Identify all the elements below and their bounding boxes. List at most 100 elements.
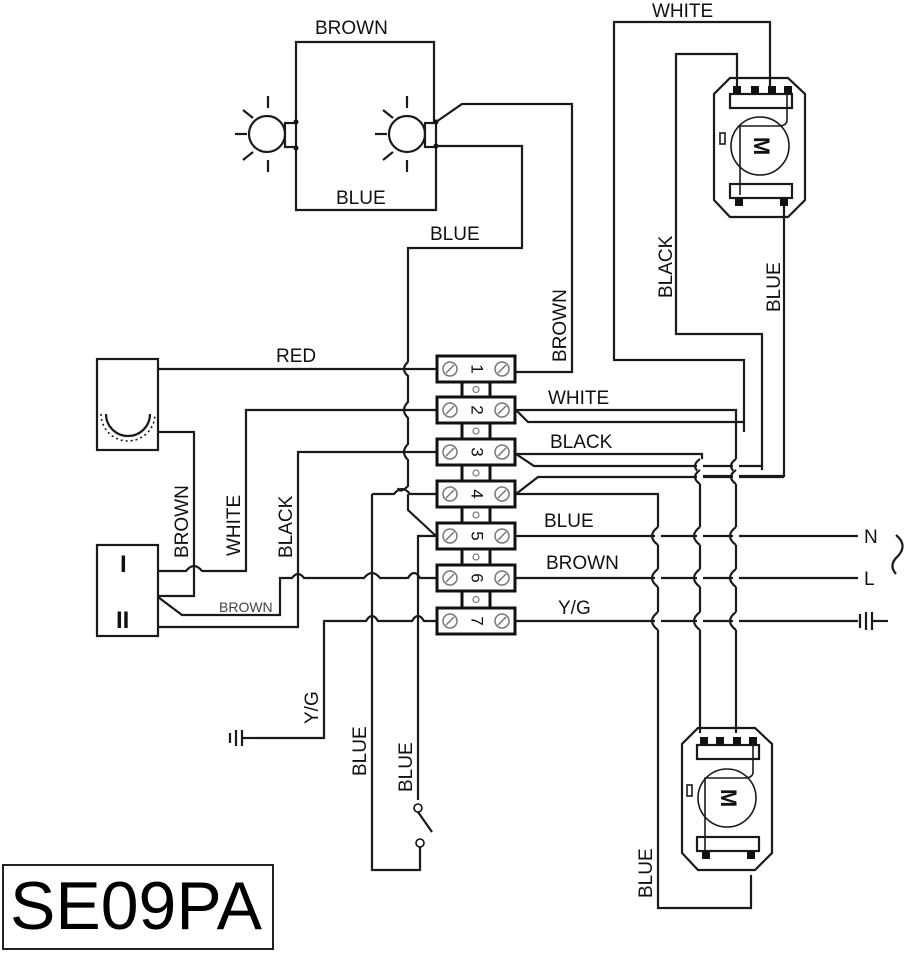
terminal-hole bbox=[472, 511, 480, 519]
screw-icon bbox=[494, 570, 510, 586]
lamp-feed-brown-label: BROWN bbox=[550, 289, 571, 362]
earth-yg-label: Y/G bbox=[302, 691, 323, 724]
lamp-top-wire-label: BROWN bbox=[315, 18, 388, 39]
wire-crossover bbox=[697, 569, 703, 587]
wire-crossover bbox=[697, 612, 703, 630]
wire-crossover bbox=[650, 526, 659, 546]
earth-icon bbox=[228, 730, 258, 746]
terminal-number: 5 bbox=[468, 531, 487, 540]
door-switch-contact bbox=[415, 838, 425, 848]
terminal-bridge bbox=[460, 380, 492, 399]
terminal-yg-label: Y/G bbox=[558, 598, 591, 619]
wire-crossover bbox=[733, 470, 739, 484]
mains-line-label: L bbox=[864, 569, 875, 590]
switch-brown-label: BROWN bbox=[172, 485, 193, 558]
wire-crossover bbox=[728, 526, 737, 546]
screw-icon bbox=[494, 402, 510, 418]
terminal-number: 4 bbox=[468, 489, 487, 498]
terminal-block: 1 2 3 4 5 6 7 bbox=[435, 354, 517, 636]
terminal-black-label: BLACK bbox=[550, 432, 613, 453]
terminal-hole bbox=[472, 385, 480, 394]
motor-top-symbol: M bbox=[749, 137, 774, 155]
motor-bottom: M bbox=[680, 726, 774, 872]
terminal-hole bbox=[472, 595, 480, 604]
screw-icon bbox=[494, 528, 510, 544]
terminal-bridge bbox=[460, 589, 492, 610]
wire-crossover bbox=[728, 611, 737, 631]
mains-neutral-label: N bbox=[864, 527, 878, 548]
door-switch-contact bbox=[413, 803, 423, 813]
screw-icon bbox=[442, 613, 458, 629]
switch-black-label: BLACK bbox=[276, 495, 297, 558]
screw-icon bbox=[442, 361, 458, 377]
lamp-icon bbox=[375, 96, 439, 172]
screw-icon bbox=[442, 444, 458, 460]
terminal-number: 1 bbox=[468, 364, 487, 373]
wire-crossover bbox=[697, 527, 703, 545]
wire-crossover bbox=[729, 469, 737, 485]
terminal-white-label: WHITE bbox=[548, 388, 609, 409]
terminal-bridge bbox=[460, 421, 492, 441]
wire-crossover bbox=[697, 459, 703, 473]
terminal-bridge bbox=[460, 547, 492, 567]
wire-crossover bbox=[655, 612, 661, 630]
screw-icon bbox=[442, 402, 458, 418]
motor-white-label: WHITE bbox=[652, 1, 713, 22]
wire-crossover bbox=[733, 527, 739, 545]
wire-crossover bbox=[692, 611, 701, 631]
wire-crossover bbox=[733, 612, 739, 630]
switch-position-1: I bbox=[120, 551, 127, 578]
motor-top: M bbox=[712, 76, 807, 219]
switch-brown-small-label: BROWN bbox=[219, 599, 273, 615]
terminal-number: 2 bbox=[468, 405, 487, 414]
lamp-circuit: BROWN BLUE BROWN bbox=[235, 18, 574, 374]
terminal-hole bbox=[472, 427, 480, 435]
model-label: SE09PA bbox=[10, 868, 263, 944]
terminal-number: 6 bbox=[468, 573, 487, 582]
screw-icon bbox=[442, 570, 458, 586]
terminal-blue-label: BLUE bbox=[544, 511, 594, 532]
wire-crossover bbox=[728, 568, 737, 588]
terminal-number: 7 bbox=[468, 616, 487, 625]
lamp-icon bbox=[235, 96, 299, 172]
terminal-number: 3 bbox=[468, 447, 487, 456]
terminal-7 bbox=[435, 606, 517, 636]
terminal-brown-label: BROWN bbox=[546, 553, 619, 574]
motor-blue-label: BLUE bbox=[764, 262, 785, 312]
wire-crossover bbox=[697, 470, 703, 484]
motor-bottom-symbol: M bbox=[716, 789, 741, 807]
lamp-feed-blue-label: BLUE bbox=[430, 224, 480, 245]
screw-icon bbox=[494, 613, 510, 629]
screw-icon bbox=[494, 444, 510, 460]
model-label-box bbox=[2, 864, 274, 950]
wire-crossover bbox=[692, 526, 701, 546]
earth-icon bbox=[858, 612, 888, 630]
fan-switch[interactable]: I II bbox=[95, 543, 160, 638]
switch-white-label: WHITE bbox=[224, 495, 245, 556]
mains-plug-icon bbox=[891, 534, 904, 575]
screw-icon bbox=[494, 486, 510, 502]
wire-crossover bbox=[655, 527, 661, 545]
motor-black-label: BLACK bbox=[656, 235, 677, 298]
terminal-bridge bbox=[460, 505, 492, 525]
lamp-bottom-wire-label: BLUE bbox=[336, 188, 386, 209]
wire-crossover bbox=[650, 611, 659, 631]
wire-crossover bbox=[733, 569, 739, 587]
screw-icon bbox=[494, 361, 510, 377]
wire-crossover bbox=[655, 569, 661, 587]
wire-crossover bbox=[692, 568, 701, 588]
thermostat-icon bbox=[95, 357, 160, 452]
terminal-hole bbox=[472, 469, 480, 477]
thermostat-red-label: RED bbox=[276, 346, 316, 367]
switch-position-2: II bbox=[116, 607, 129, 634]
door-blue-label-2: BLUE bbox=[396, 742, 417, 792]
wire-crossover bbox=[733, 459, 739, 473]
terminal-bridge bbox=[460, 463, 492, 483]
motor-bottom-blue-label: BLUE bbox=[636, 848, 657, 898]
wire-crossover bbox=[650, 568, 659, 588]
screw-icon bbox=[442, 528, 458, 544]
door-blue-label-1: BLUE bbox=[350, 726, 371, 776]
screw-icon bbox=[442, 486, 458, 502]
wire-crossover bbox=[693, 469, 701, 485]
